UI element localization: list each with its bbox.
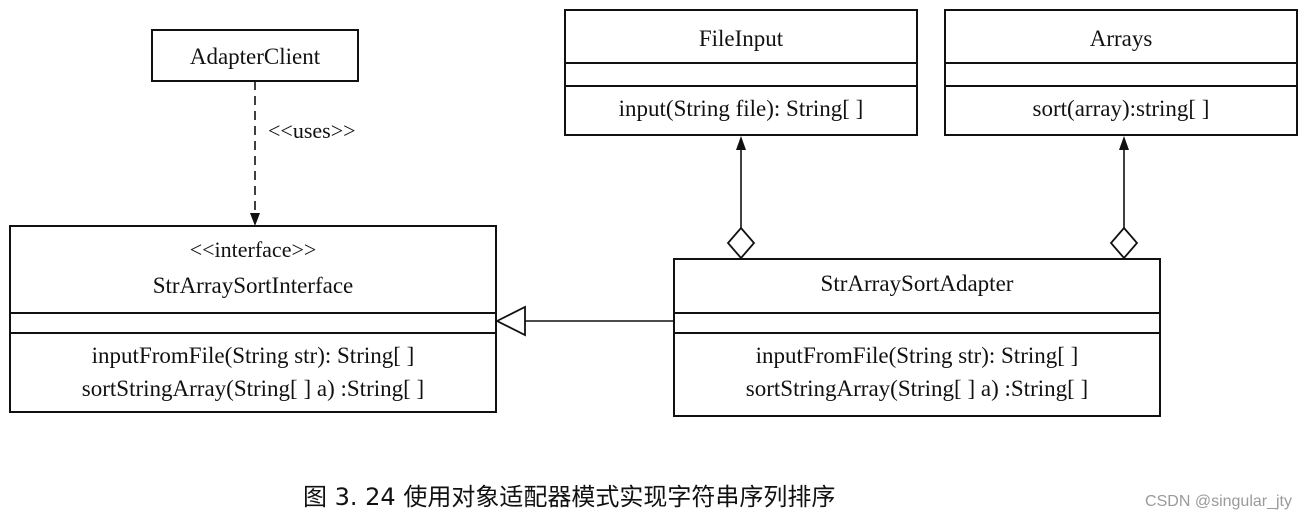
aggregation-arrowhead bbox=[736, 136, 746, 150]
csdn-watermark: CSDN @singular_jty bbox=[1145, 493, 1292, 510]
adapter-method-input: inputFromFile(String str): String[ ] bbox=[756, 343, 1079, 368]
dependency-arrowhead bbox=[250, 213, 260, 226]
realization-arrow bbox=[494, 305, 674, 337]
class-arrays: Arrays sort(array):string[ ] bbox=[944, 9, 1298, 136]
class-sort-adapter: StrArraySortAdapter inputFromFile(String… bbox=[673, 258, 1161, 417]
adapter-client-name: AdapterClient bbox=[190, 44, 321, 69]
hollow-diamond-icon bbox=[1109, 226, 1139, 260]
file-input-name: FileInput bbox=[699, 26, 784, 51]
aggregation-arrays bbox=[1109, 136, 1139, 260]
aggregation-arrowhead bbox=[1119, 136, 1129, 150]
interface-method-input: inputFromFile(String str): String[ ] bbox=[92, 343, 415, 368]
interface-name: StrArraySortInterface bbox=[153, 273, 354, 298]
file-input-method: input(String file): String[ ] bbox=[619, 96, 864, 121]
adapter-name: StrArraySortAdapter bbox=[821, 271, 1014, 296]
class-file-input: FileInput input(String file): String[ ] bbox=[564, 9, 918, 136]
class-sort-interface: <<interface>> StrArraySortInterface inpu… bbox=[9, 225, 497, 413]
class-adapter-client: AdapterClient bbox=[151, 29, 359, 82]
uses-dependency: <<uses>> bbox=[250, 81, 356, 226]
figure-caption: 图 3. 24 使用对象适配器模式实现字符串序列排序 bbox=[303, 483, 835, 511]
adapter-method-sort: sortStringArray(String[ ] a) :String[ ] bbox=[746, 376, 1088, 401]
arrays-name: Arrays bbox=[1090, 26, 1153, 51]
arrays-method: sort(array):string[ ] bbox=[1033, 96, 1210, 121]
aggregation-file-input bbox=[726, 136, 756, 260]
hollow-diamond-icon bbox=[726, 226, 756, 260]
hollow-triangle-arrowhead bbox=[494, 305, 526, 337]
interface-method-sort: sortStringArray(String[ ] a) :String[ ] bbox=[82, 376, 424, 401]
uses-label: <<uses>> bbox=[268, 118, 356, 143]
interface-stereotype: <<interface>> bbox=[190, 237, 317, 262]
